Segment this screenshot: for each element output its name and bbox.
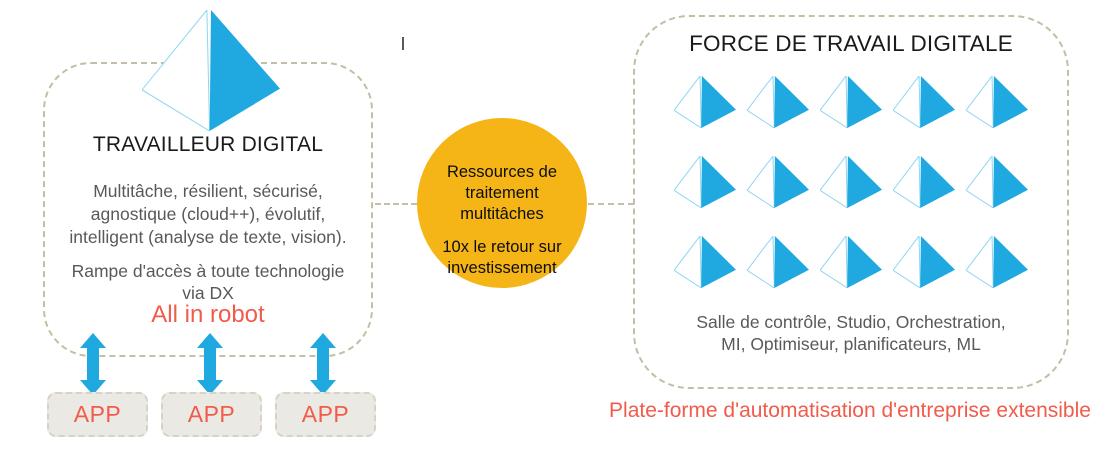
- circle-line: investissement: [447, 259, 557, 277]
- circle-line: traitement: [465, 184, 539, 202]
- roi-circle: Ressources de traitement multitâches 10x…: [417, 118, 587, 288]
- circle-line: 10x le retour sur: [442, 238, 562, 256]
- digital-worker-description: Multitâche, résilient, sécurisé, agnosti…: [25, 180, 391, 249]
- description-line: Multitâche, résilient, sécurisé,: [93, 181, 323, 201]
- pyramid-icon: [674, 236, 736, 288]
- digital-workforce-grid: [633, 76, 1069, 288]
- components-line: MI, Optimiseur, planificateurs, ML: [721, 334, 981, 354]
- app-box: APP: [47, 392, 148, 437]
- pyramid-icon: [966, 236, 1028, 288]
- blueprism-pyramid-logo: [142, 10, 280, 131]
- pyramid-icon: [820, 76, 882, 128]
- circle-line: Ressources de: [446, 163, 558, 181]
- pyramid-icon: [747, 76, 809, 128]
- bidirectional-arrow-icon: [80, 333, 106, 395]
- pyramid-icon: [820, 236, 882, 288]
- bidirectional-arrow-icon: [197, 333, 223, 395]
- all-in-robot-highlight: All in robot: [151, 301, 265, 328]
- description-line: intelligent (analyse de texte, vision).: [69, 227, 347, 247]
- pyramid-icon: [674, 156, 736, 208]
- pyramid-icon: [966, 156, 1028, 208]
- workforce-components: Salle de contrôle, Studio, Orchestration…: [633, 311, 1069, 355]
- pyramid-icon: [747, 236, 809, 288]
- pyramid-icon: [893, 156, 955, 208]
- pyramid-icon: [893, 236, 955, 288]
- app-label: APP: [73, 401, 122, 427]
- ramp-text: Rampe d'accès à toute technologie via DX: [25, 260, 391, 304]
- pyramid-icon: [747, 156, 809, 208]
- pyramid-icon: [674, 76, 736, 128]
- pyramid-icon: [893, 76, 955, 128]
- ramp-line: via DX: [182, 283, 234, 303]
- app-box: APP: [275, 392, 376, 437]
- ramp-line: Rampe d'accès à toute technologie: [71, 261, 345, 281]
- stray-mark: [402, 37, 404, 50]
- bidirectional-arrow-icon: [310, 333, 336, 395]
- app-box: APP: [161, 392, 262, 437]
- app-label: APP: [187, 401, 236, 427]
- pyramid-icon: [820, 156, 882, 208]
- digital-workforce-panel: [633, 15, 1069, 389]
- dashed-connector-left: [375, 203, 417, 205]
- pyramid-icon: [966, 76, 1028, 128]
- platform-caption: Plate-forme d'automatisation d'entrepris…: [609, 399, 1091, 422]
- components-line: Salle de contrôle, Studio, Orchestration…: [696, 312, 1006, 332]
- digital-worker-title: TRAVAILLEUR DIGITAL: [92, 133, 324, 156]
- app-label: APP: [301, 401, 350, 427]
- circle-line: multitâches: [460, 205, 544, 223]
- digital-workforce-title: FORCE DE TRAVAIL DIGITALE: [689, 31, 1013, 56]
- description-line: agnostique (cloud++), évolutif,: [90, 204, 326, 224]
- dashed-connector-right: [588, 203, 634, 205]
